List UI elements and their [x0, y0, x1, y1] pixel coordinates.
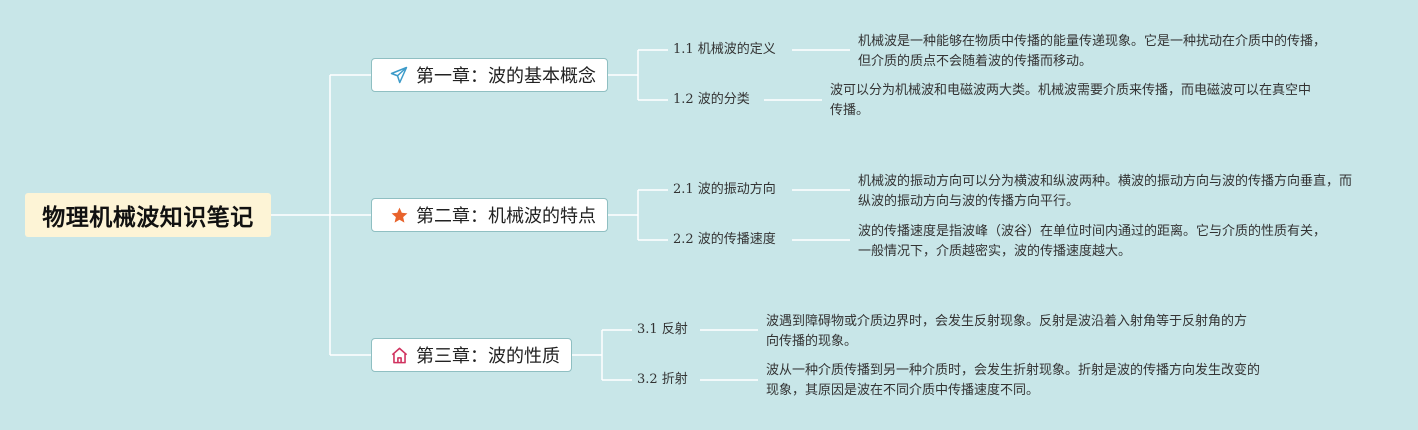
- topic-2-2-desc: 波的传播速度是指波峰（波谷）在单位时间内通过的距离。它与介质的性质有关，一般情况…: [858, 224, 1327, 259]
- topic-3-1-label[interactable]: 3.1 反射: [637, 322, 688, 337]
- topic-1-2-desc: 波可以分为机械波和电磁波两大类。机械波需要介质来传播，而电磁波可以在真空中传播。: [830, 83, 1312, 118]
- chapter-node-2[interactable]: 第二章：机械波的特点: [371, 198, 608, 232]
- root-node[interactable]: 物理机械波知识笔记: [25, 193, 271, 237]
- chapter-title: 第三章：波的性质: [416, 346, 560, 367]
- topic-2-1-desc: 机械波的振动方向可以分为横波和纵波两种。横波的振动方向与波的传播方向垂直，而纵波…: [858, 174, 1353, 209]
- star-icon: [388, 204, 410, 226]
- topic-1-1-label[interactable]: 1.1 机械波的定义: [673, 42, 776, 57]
- chapter-node-1[interactable]: 第一章：波的基本概念: [371, 58, 608, 92]
- topic-1-1-desc: 机械波是一种能够在物质中传播的能量传递现象。它是一种扰动在介质中的传播，但介质的…: [858, 34, 1327, 69]
- chapter-title: 第一章：波的基本概念: [416, 66, 596, 87]
- topic-3-2-label[interactable]: 3.2 折射: [637, 372, 688, 387]
- topic-3-2-desc: 波从一种介质传播到另一种介质时，会发生折射现象。折射是波的传播方向发生改变的现象…: [766, 363, 1261, 398]
- topic-2-1-label[interactable]: 2.1 波的振动方向: [673, 182, 776, 197]
- topic-2-2-label[interactable]: 2.2 波的传播速度: [673, 232, 776, 247]
- home-icon: [388, 344, 410, 366]
- root-title: 物理机械波知识笔记: [42, 205, 254, 231]
- topic-3-1-desc: 波遇到障碍物或介质边界时，会发生反射现象。反射是波沿着入射角等于反射角的方向传播…: [766, 314, 1248, 349]
- chapter-title: 第二章：机械波的特点: [416, 206, 596, 227]
- topic-1-2-label[interactable]: 1.2 波的分类: [673, 92, 750, 107]
- chapter-node-3[interactable]: 第三章：波的性质: [371, 338, 572, 372]
- paper-plane-icon: [388, 64, 410, 86]
